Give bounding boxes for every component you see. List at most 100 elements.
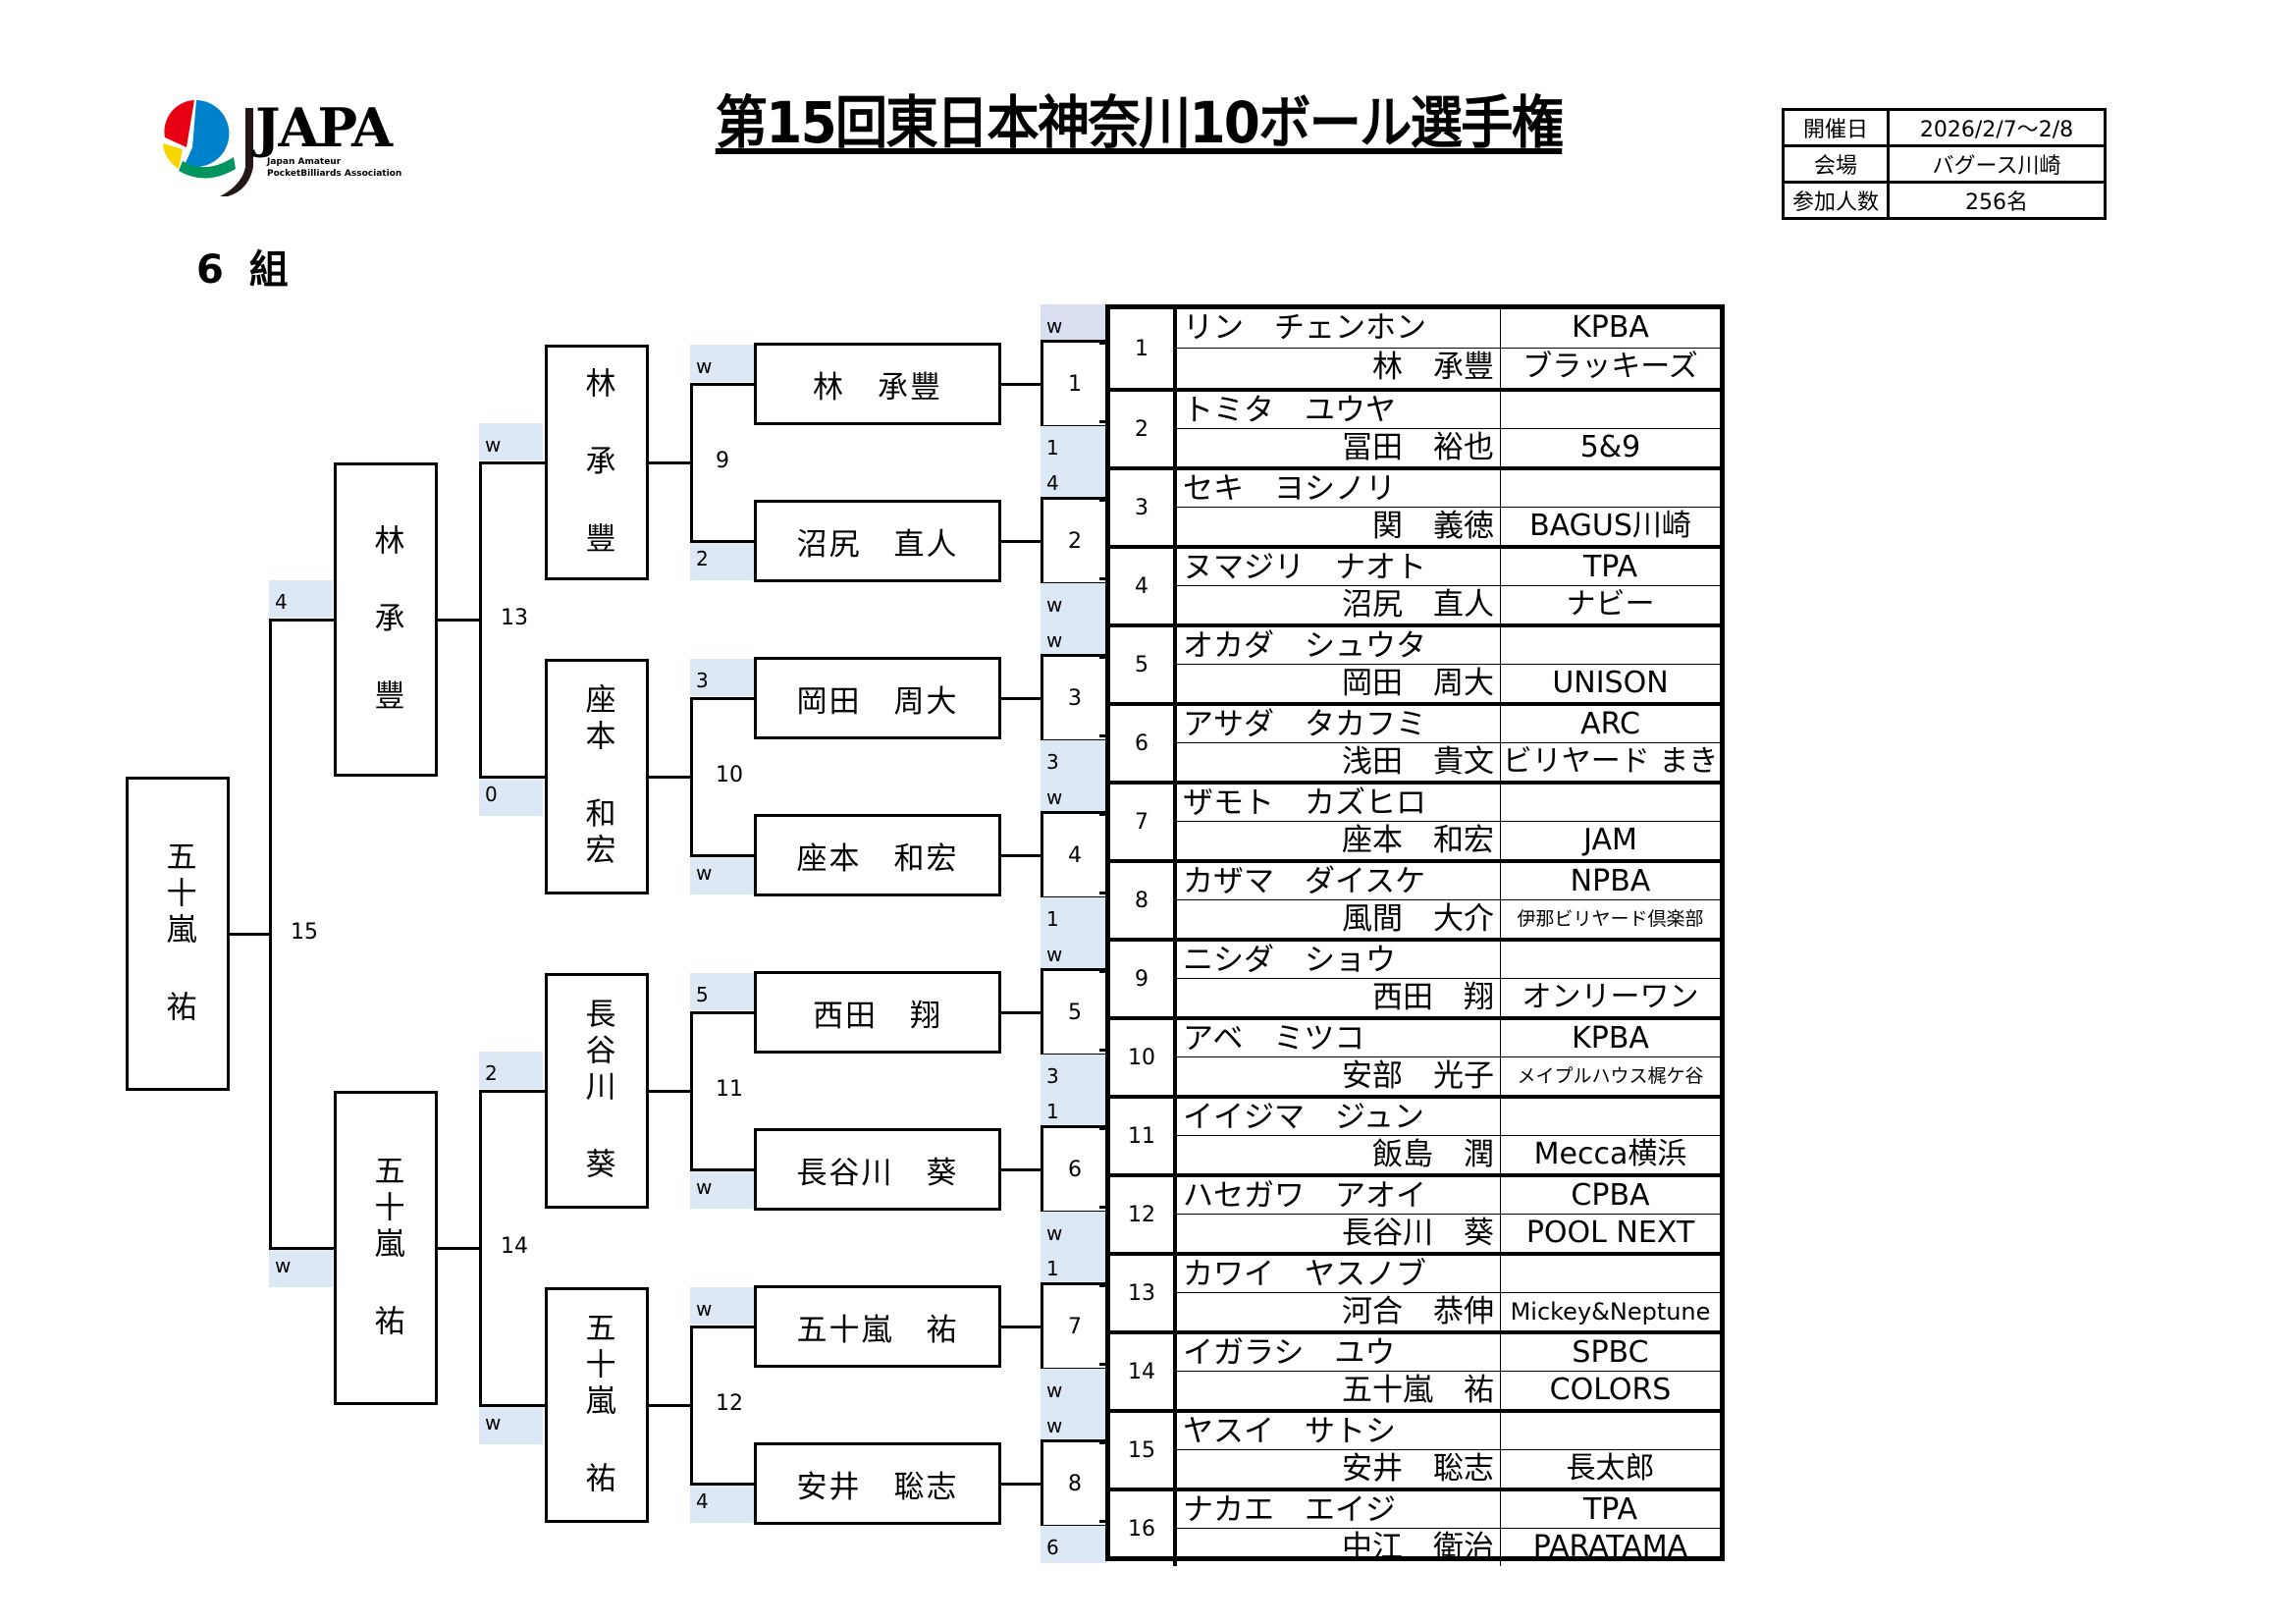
bracket-line <box>228 933 269 936</box>
bracket-line <box>1099 1127 1107 1130</box>
bracket-line <box>1099 734 1107 737</box>
info-row-participants: 参加人数 256名 <box>1782 181 2107 220</box>
entry-number: 1 <box>1110 309 1177 388</box>
bracket-line <box>1099 577 1107 580</box>
round3-score: w <box>479 423 543 460</box>
entry-number: 16 <box>1110 1491 1177 1566</box>
entry-club: COLORS <box>1549 1373 1672 1407</box>
entry-number: 10 <box>1110 1020 1177 1095</box>
round2-player-box: 五十嵐 祐 <box>754 1285 1001 1368</box>
entry-kana-name: ハセガワ アオイ <box>1177 1177 1501 1215</box>
round1-score: w <box>1041 933 1107 970</box>
bracket-line <box>1099 970 1107 973</box>
info-label: 開催日 <box>1782 108 1890 147</box>
info-row-date: 開催日 2026/2/7～2/8 <box>1782 108 2107 147</box>
round1-score: w <box>1041 304 1107 342</box>
entry-club: JAM <box>1583 823 1637 857</box>
round4-score: 4 <box>269 580 333 618</box>
entry-affiliation: SPBC <box>1501 1334 1720 1372</box>
entry-number: 3 <box>1110 470 1177 545</box>
entry-number: 4 <box>1110 549 1177 623</box>
entry-kanji-name: 座本 和宏 <box>1177 822 1501 859</box>
round1-score: w <box>1041 1212 1107 1249</box>
round1-match-box: 5 <box>1041 968 1109 1056</box>
info-value: 256名 <box>1887 181 2107 220</box>
entry-kanji-name: 長谷川 葵 <box>1177 1215 1501 1252</box>
bracket-line <box>1001 383 1041 386</box>
entry-affiliation <box>1501 627 1720 665</box>
entry-club: オンリーワン <box>1522 980 1699 1014</box>
bracket-line <box>1099 1441 1107 1444</box>
entry-affiliation: ARC <box>1501 706 1720 743</box>
round4-score: w <box>269 1250 333 1287</box>
match-number: 14 <box>501 1234 528 1259</box>
bracket-line <box>1001 697 1041 700</box>
entry-affiliation <box>1501 942 1720 979</box>
bracket-line <box>690 697 693 857</box>
round2-player-box: 西田 翔 <box>754 971 1001 1054</box>
bracket-line <box>269 619 272 1250</box>
entry-kana-name: ザモト カズヒロ <box>1177 785 1501 822</box>
entry-kanji-name: 林 承豐 <box>1177 349 1501 388</box>
round2-score: w <box>690 857 754 894</box>
entry-kanji-name: 河合 恭伸 <box>1177 1293 1501 1330</box>
entry-number: 13 <box>1110 1256 1177 1330</box>
entry-affiliation <box>1501 392 1720 429</box>
bracket-line <box>479 1090 545 1093</box>
entry-kanji-name: 岡田 周大 <box>1177 665 1501 702</box>
entry-club: UNISON <box>1552 666 1669 700</box>
round1-match-box: 2 <box>1041 497 1109 585</box>
entry-kanji-name: 冨田 裕也 <box>1177 429 1501 466</box>
round2-player-box: 沼尻 直人 <box>754 500 1001 582</box>
bracket-line <box>1001 1483 1041 1486</box>
bracket-line <box>1099 1206 1107 1209</box>
bracket-line <box>1099 813 1107 816</box>
round1-match-box: 3 <box>1041 654 1109 742</box>
round3-player-box: 座本 和宏 <box>545 659 649 894</box>
round3-player-box: 長谷川 葵 <box>545 973 649 1209</box>
bracket-line <box>1001 1168 1041 1171</box>
entry-number: 5 <box>1110 627 1177 702</box>
bracket-line <box>690 1483 754 1486</box>
bracket-line <box>1001 854 1041 857</box>
round3-score: 2 <box>479 1052 543 1089</box>
round2-player-box: 安井 聡志 <box>754 1442 1001 1525</box>
entry-kanji-name: 安井 聡志 <box>1177 1450 1501 1488</box>
bracket-line <box>269 1247 334 1250</box>
entry-club: POOL NEXT <box>1525 1216 1695 1250</box>
entry-kana-name: イイジマ ジュン <box>1177 1099 1501 1136</box>
entry-kana-name: アベ ミツコ <box>1177 1020 1501 1057</box>
entry-number: 9 <box>1110 942 1177 1016</box>
bracket-line <box>479 461 482 779</box>
round3-player-box: 五十嵐 祐 <box>545 1287 649 1523</box>
logo-text: JAPA <box>255 96 393 159</box>
bracket-line <box>1099 499 1107 502</box>
bracket-line <box>648 1090 690 1093</box>
info-value: 2026/2/7～2/8 <box>1887 108 2107 147</box>
entry-number: 2 <box>1110 392 1177 466</box>
info-label: 会場 <box>1782 144 1890 184</box>
bracket-line <box>648 776 690 779</box>
entry-number: 8 <box>1110 863 1177 938</box>
entry-kanji-name: 風間 大介 <box>1177 900 1501 938</box>
entry-kana-name: オカダ シュウタ <box>1177 627 1501 665</box>
japa-logo-icon <box>163 100 253 198</box>
round2-score: w <box>690 1287 754 1325</box>
round1-score: 6 <box>1041 1526 1107 1563</box>
bracket-line <box>437 1247 479 1250</box>
round2-player-box: 座本 和宏 <box>754 814 1001 896</box>
entry-kanji-name: 中江 衛治 <box>1177 1529 1501 1566</box>
bracket-line <box>1099 1520 1107 1523</box>
champion-box: 五十嵐 祐 <box>126 777 230 1091</box>
round2-player-box: 長谷川 葵 <box>754 1128 1001 1211</box>
bracket-line <box>1001 540 1041 543</box>
